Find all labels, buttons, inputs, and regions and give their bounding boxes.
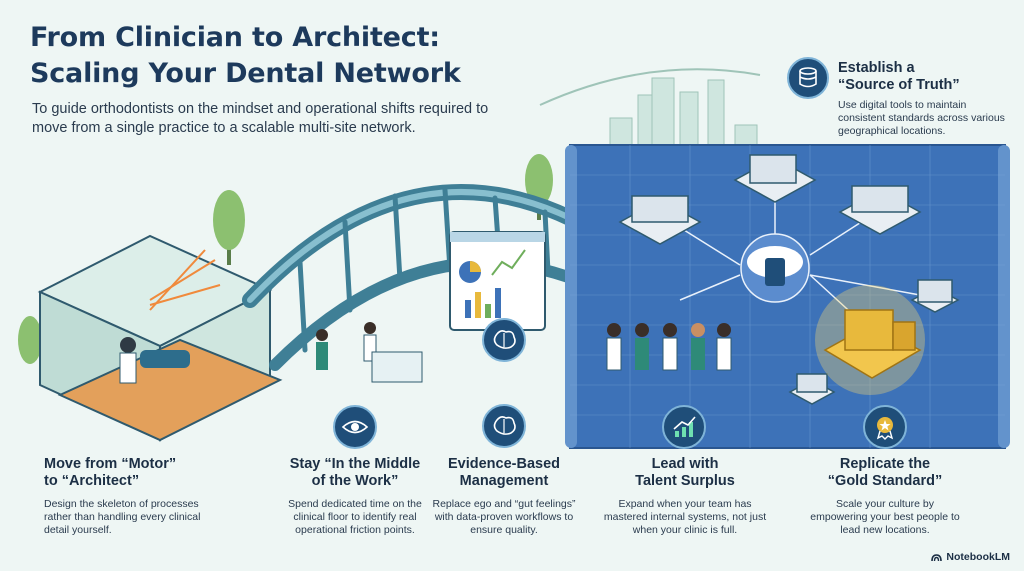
tree — [213, 190, 245, 250]
database-icon — [787, 57, 829, 99]
step-title: Stay “In the Middle of the Work” — [262, 456, 448, 490]
notebooklm-logo-icon — [931, 553, 943, 561]
step-title-line-2: Talent Surplus — [635, 473, 735, 489]
step-title-line-2: to “Architect” — [44, 473, 140, 489]
step-description: Expand when your team has mastered inter… — [603, 498, 767, 536]
tree — [525, 154, 553, 206]
brand-watermark: NotebookLM — [931, 551, 1010, 563]
flow-curve — [539, 68, 761, 106]
talent-team — [606, 323, 732, 371]
step-middle-of-work: Stay “In the Middle of the Work” Spend d… — [262, 456, 448, 537]
step-title-line-1: Move from “Motor” — [44, 456, 177, 472]
analytics-dashboard — [449, 231, 546, 331]
brain-icon — [482, 404, 526, 448]
dental-chair — [140, 350, 190, 368]
step-title: Evidence-Based Management — [418, 456, 590, 490]
callout-title-line-1: Establish a — [838, 60, 915, 76]
clinic-room — [37, 234, 283, 442]
step-title: Lead with Talent Surplus — [594, 456, 776, 490]
title-line-1: From Clinician to Architect: — [30, 22, 440, 53]
step-gold-standard: Replicate the “Gold Standard” Scale your… — [795, 456, 975, 537]
step-title-line-1: Replicate the — [839, 456, 931, 472]
step-description: Scale your culture by empowering your be… — [810, 498, 960, 536]
step-description: Replace ego and “gut feelings” with data… — [432, 498, 576, 536]
step-title-line-1: Lead with — [651, 456, 719, 472]
dentist — [120, 337, 136, 353]
step-evidence-based: Evidence-Based Management Replace ego an… — [418, 456, 590, 537]
step-title-line-1: Evidence-Based — [447, 456, 561, 472]
bridge-team — [316, 322, 423, 383]
callout-title-line-2: “Source of Truth” — [838, 77, 960, 93]
award-badge-icon — [863, 405, 907, 449]
brand-name: NotebookLM — [946, 551, 1010, 563]
eye-icon — [333, 405, 377, 449]
callout-title: Establish a “Source of Truth” — [838, 60, 1008, 94]
subtitle: To guide orthodontists on the mindset an… — [32, 101, 489, 136]
trees — [18, 154, 553, 364]
step-title: Move from “Motor” to “Architect” — [44, 456, 244, 490]
step-motor-to-architect: Move from “Motor” to “Architect” Design … — [44, 456, 244, 537]
step-description: Design the skeleton of processes rather … — [44, 498, 201, 536]
callout-description: Use digital tools to maintain consistent… — [838, 99, 1005, 137]
growth-chart-icon — [662, 405, 706, 449]
clinic-buildings — [618, 154, 960, 405]
tree — [18, 316, 42, 364]
bridge — [242, 184, 618, 371]
page-title: From Clinician to Architect: Scaling You… — [30, 20, 590, 92]
step-title-line-2: of the Work” — [311, 473, 399, 489]
gold-standard-clinic — [815, 285, 925, 395]
workstation-desk — [371, 351, 423, 383]
brain-icon — [482, 318, 526, 362]
step-title-line-2: Management — [459, 473, 549, 489]
step-talent-surplus: Lead with Talent Surplus Expand when you… — [594, 456, 776, 537]
step-title: Replicate the “Gold Standard” — [795, 456, 975, 490]
step-description: Spend dedicated time on the clinical flo… — [288, 498, 422, 536]
step-title-line-1: Stay “In the Middle — [289, 456, 421, 472]
title-line-2: Scaling Your Dental Network — [30, 58, 461, 89]
step-title-line-2: “Gold Standard” — [827, 473, 943, 489]
